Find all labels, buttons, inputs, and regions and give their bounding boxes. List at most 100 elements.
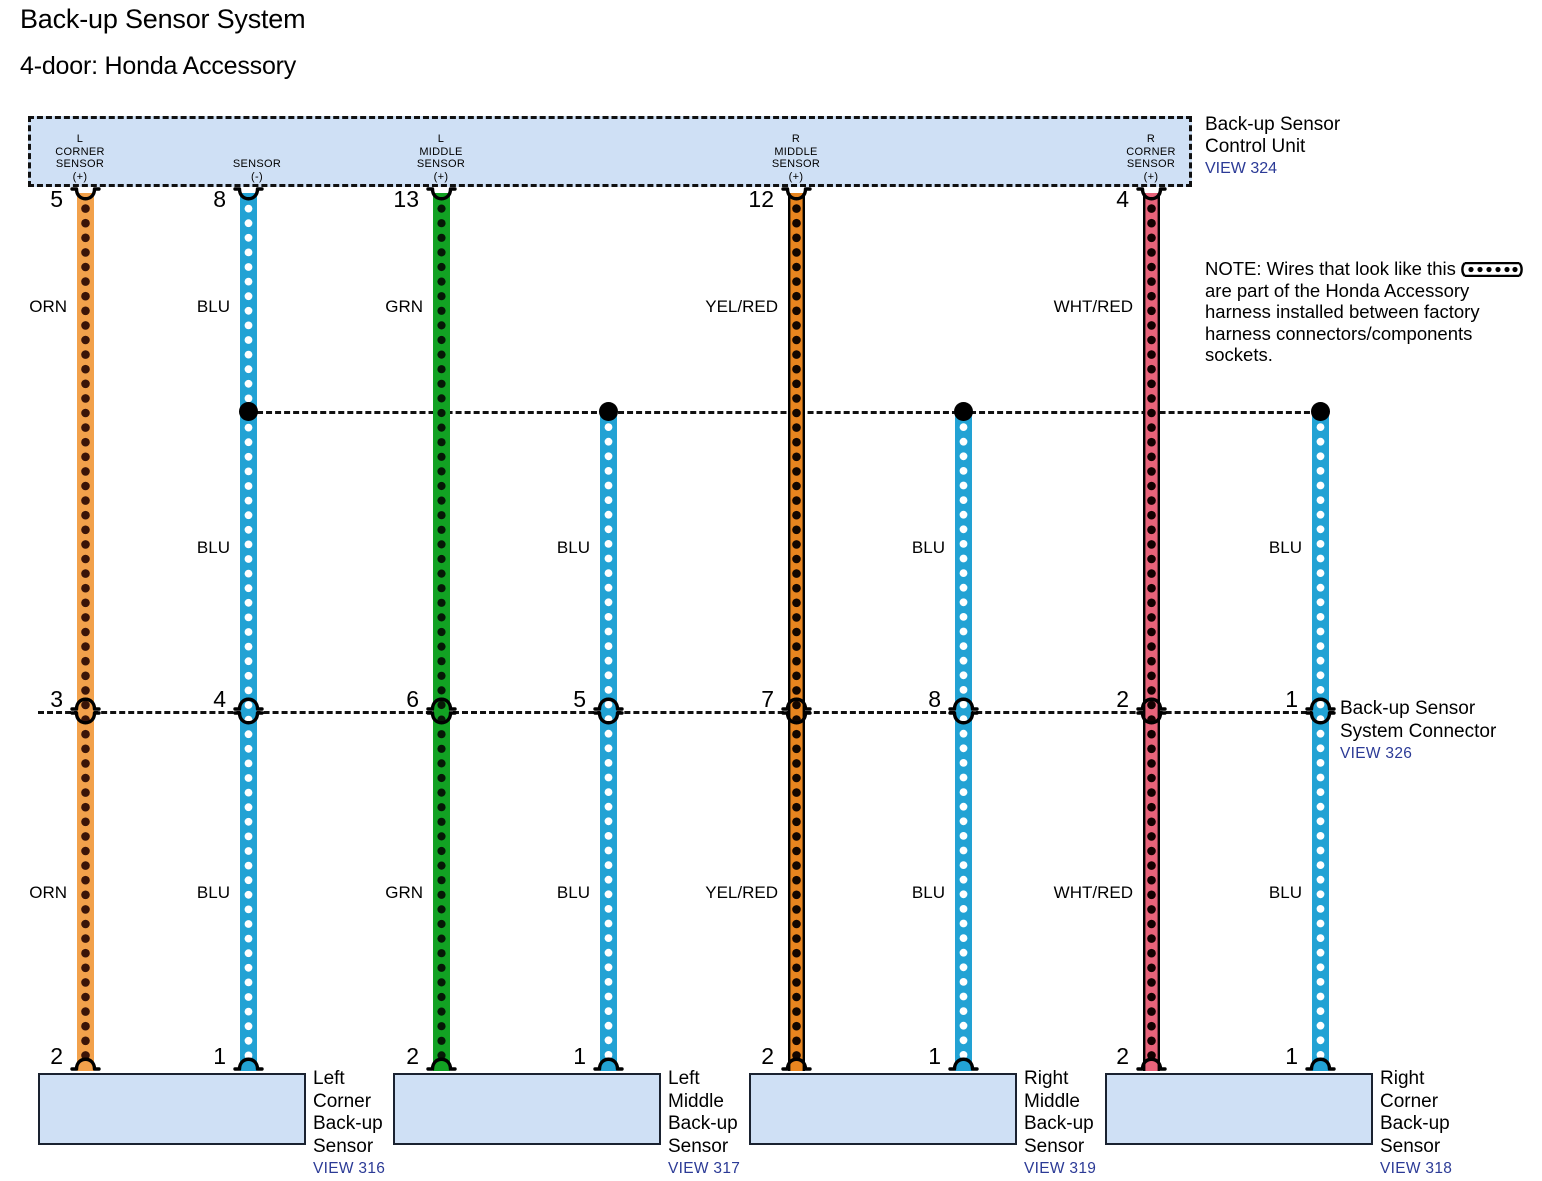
sensor-name-line: Sensor bbox=[668, 1135, 729, 1157]
wire-label-yelred-top: YEL/RED bbox=[705, 297, 778, 316]
sensor-name-line: Left bbox=[313, 1068, 345, 1089]
cu-connector-pin-4-number: 4 bbox=[1116, 186, 1129, 212]
left-corner-backup-sensor-box bbox=[38, 1073, 306, 1145]
wire-blu-sensor-neg bbox=[239, 193, 257, 1071]
sensor-view-link[interactable]: VIEW 319 bbox=[1024, 1160, 1097, 1177]
sysconn-terminal-3-upper bbox=[66, 689, 105, 711]
cu-connector-pin-13-number: 13 bbox=[393, 186, 419, 212]
sysconn-terminal-2-number: 2 bbox=[1116, 686, 1129, 712]
backup-sensor-control-unit-box bbox=[28, 116, 1192, 187]
cu-pin-label-r-middle: R MIDDLE SENSOR (+) bbox=[771, 133, 821, 183]
cu-connector-pin-5-number: 5 bbox=[50, 186, 63, 212]
cu-connector-pin-8 bbox=[229, 187, 268, 209]
wire-label-blu-bottom-2: BLU bbox=[556, 883, 590, 902]
splice-junction-3 bbox=[953, 401, 973, 421]
sensor-connector-rm-2 bbox=[777, 1049, 816, 1071]
system-connector-name-line1: Back-up Sensor bbox=[1340, 698, 1476, 719]
system-connector-view-link[interactable]: VIEW 326 bbox=[1340, 745, 1413, 762]
sysconn-terminal-5-upper bbox=[589, 689, 628, 711]
sysconn-terminal-8-lower bbox=[944, 711, 983, 733]
sensor-name-line: Back-up bbox=[1380, 1113, 1450, 1134]
sysconn-terminal-3-lower bbox=[66, 711, 105, 733]
sysconn-terminal-2-upper bbox=[1132, 689, 1171, 711]
sensor-name-line: Corner bbox=[313, 1090, 372, 1112]
wire-label-blu-bottom-3: BLU bbox=[911, 883, 945, 902]
system-connector-caption: Back-up Sensor System Connector VIEW 326 bbox=[1340, 698, 1496, 766]
sysconn-terminal-1-lower bbox=[1301, 711, 1340, 733]
sensor-view-link[interactable]: VIEW 317 bbox=[668, 1160, 741, 1177]
sensor-connector-rc-2 bbox=[1132, 1049, 1171, 1071]
wire-label-blu-mid-4: BLU bbox=[1268, 538, 1302, 557]
sensor-name-line: Sensor bbox=[1024, 1135, 1085, 1157]
wire-label-blu-bottom-4: BLU bbox=[1268, 883, 1302, 902]
system-connector-name-line2: System Connector bbox=[1340, 720, 1497, 742]
sensor-connector-lm-2 bbox=[422, 1049, 461, 1071]
note-body: are part of the Honda Accessory harness … bbox=[1205, 279, 1480, 366]
wire-label-grn-top: GRN bbox=[385, 297, 423, 316]
sensor-view-link[interactable]: VIEW 318 bbox=[1380, 1160, 1453, 1177]
wire-blu-branch-4 bbox=[1311, 411, 1329, 1071]
cu-connector-pin-12-number: 12 bbox=[748, 186, 774, 212]
sensor-connector-rc-2-number: 2 bbox=[1116, 1043, 1129, 1069]
cu-connector-pin-4 bbox=[1132, 187, 1171, 209]
sensor-view-link[interactable]: VIEW 316 bbox=[313, 1160, 386, 1177]
cu-connector-pin-8-number: 8 bbox=[213, 186, 226, 212]
wire-label-blu-mid-1: BLU bbox=[196, 538, 230, 557]
sysconn-terminal-4-upper bbox=[229, 689, 268, 711]
page-title: Back-up Sensor System bbox=[20, 4, 306, 34]
sensor-name-line: Right bbox=[1380, 1068, 1425, 1089]
wire-orn-left-corner bbox=[76, 193, 94, 1071]
sysconn-terminal-7-number: 7 bbox=[761, 686, 774, 712]
sensor-connector-lm-1 bbox=[589, 1049, 628, 1071]
right-middle-sensor-caption: Right Middle Back-up Sensor VIEW 319 bbox=[1024, 1068, 1096, 1181]
sensor-connector-lc-1 bbox=[229, 1049, 268, 1071]
sensor-name-line: Sensor bbox=[313, 1135, 374, 1157]
control-unit-caption: Back-up Sensor Control Unit VIEW 324 bbox=[1205, 114, 1340, 180]
sensor-connector-rm-1-number: 1 bbox=[928, 1043, 941, 1069]
cu-pin-label-r-corner: R CORNER SENSOR (+) bbox=[1126, 133, 1176, 183]
wire-label-grn-bottom: GRN bbox=[385, 883, 423, 902]
control-unit-name-line2: Control Unit bbox=[1205, 136, 1306, 157]
sysconn-terminal-2-lower bbox=[1132, 711, 1171, 733]
sensor-connector-rc-1-number: 1 bbox=[1285, 1043, 1298, 1069]
splice-junction-2 bbox=[598, 401, 618, 421]
system-connector-bus bbox=[38, 711, 1334, 714]
sensor-connector-lm-1-number: 1 bbox=[573, 1043, 586, 1069]
cu-connector-pin-5 bbox=[66, 187, 105, 209]
wire-label-whtred-top: WHT/RED bbox=[1053, 297, 1133, 316]
right-corner-sensor-caption: Right Corner Back-up Sensor VIEW 318 bbox=[1380, 1068, 1452, 1181]
sysconn-terminal-4-number: 4 bbox=[213, 686, 226, 712]
left-middle-sensor-caption: Left Middle Back-up Sensor VIEW 317 bbox=[668, 1068, 740, 1181]
cu-pin-label-sensor-neg: SENSOR (-) bbox=[232, 158, 282, 183]
sysconn-terminal-6-lower bbox=[422, 711, 461, 733]
sensor-name-line: Back-up bbox=[668, 1113, 738, 1134]
wire-label-blu-top: BLU bbox=[196, 297, 230, 316]
sysconn-terminal-8-upper bbox=[944, 689, 983, 711]
sensor-connector-rm-1 bbox=[944, 1049, 983, 1071]
wire-label-orn-top: ORN bbox=[29, 297, 67, 316]
sensor-name-line: Middle bbox=[1024, 1090, 1080, 1112]
wire-label-whtred-bottom: WHT/RED bbox=[1053, 883, 1133, 902]
sysconn-terminal-3-number: 3 bbox=[50, 686, 63, 712]
sysconn-terminal-6-upper bbox=[422, 689, 461, 711]
page-subtitle: 4-door: Honda Accessory bbox=[20, 52, 297, 80]
note-block: NOTE: Wires that look like this are part… bbox=[1205, 258, 1535, 366]
sensor-connector-lc-2-number: 2 bbox=[50, 1043, 63, 1069]
wire-grn-l-middle bbox=[432, 193, 450, 1071]
sysconn-terminal-1-upper bbox=[1301, 689, 1340, 711]
right-middle-backup-sensor-box bbox=[749, 1073, 1017, 1145]
sysconn-terminal-7-upper bbox=[777, 689, 816, 711]
sensor-connector-lc-1-number: 1 bbox=[213, 1043, 226, 1069]
wire-blu-branch-3 bbox=[954, 411, 972, 1071]
wire-blu-branch-2 bbox=[599, 411, 617, 1071]
cu-connector-pin-13 bbox=[422, 187, 461, 209]
control-unit-view-link[interactable]: VIEW 324 bbox=[1205, 160, 1278, 177]
cu-pin-label-l-corner: L CORNER SENSOR (+) bbox=[55, 133, 105, 183]
sensor-name-line: Back-up bbox=[313, 1113, 383, 1134]
sensor-name-line: Middle bbox=[668, 1090, 724, 1112]
sysconn-terminal-7-lower bbox=[777, 711, 816, 733]
wire-label-blu-bottom-1: BLU bbox=[196, 883, 230, 902]
cu-connector-pin-12 bbox=[777, 187, 816, 209]
wire-label-blu-mid-3: BLU bbox=[911, 538, 945, 557]
wire-label-yelred-bottom: YEL/RED bbox=[705, 883, 778, 902]
